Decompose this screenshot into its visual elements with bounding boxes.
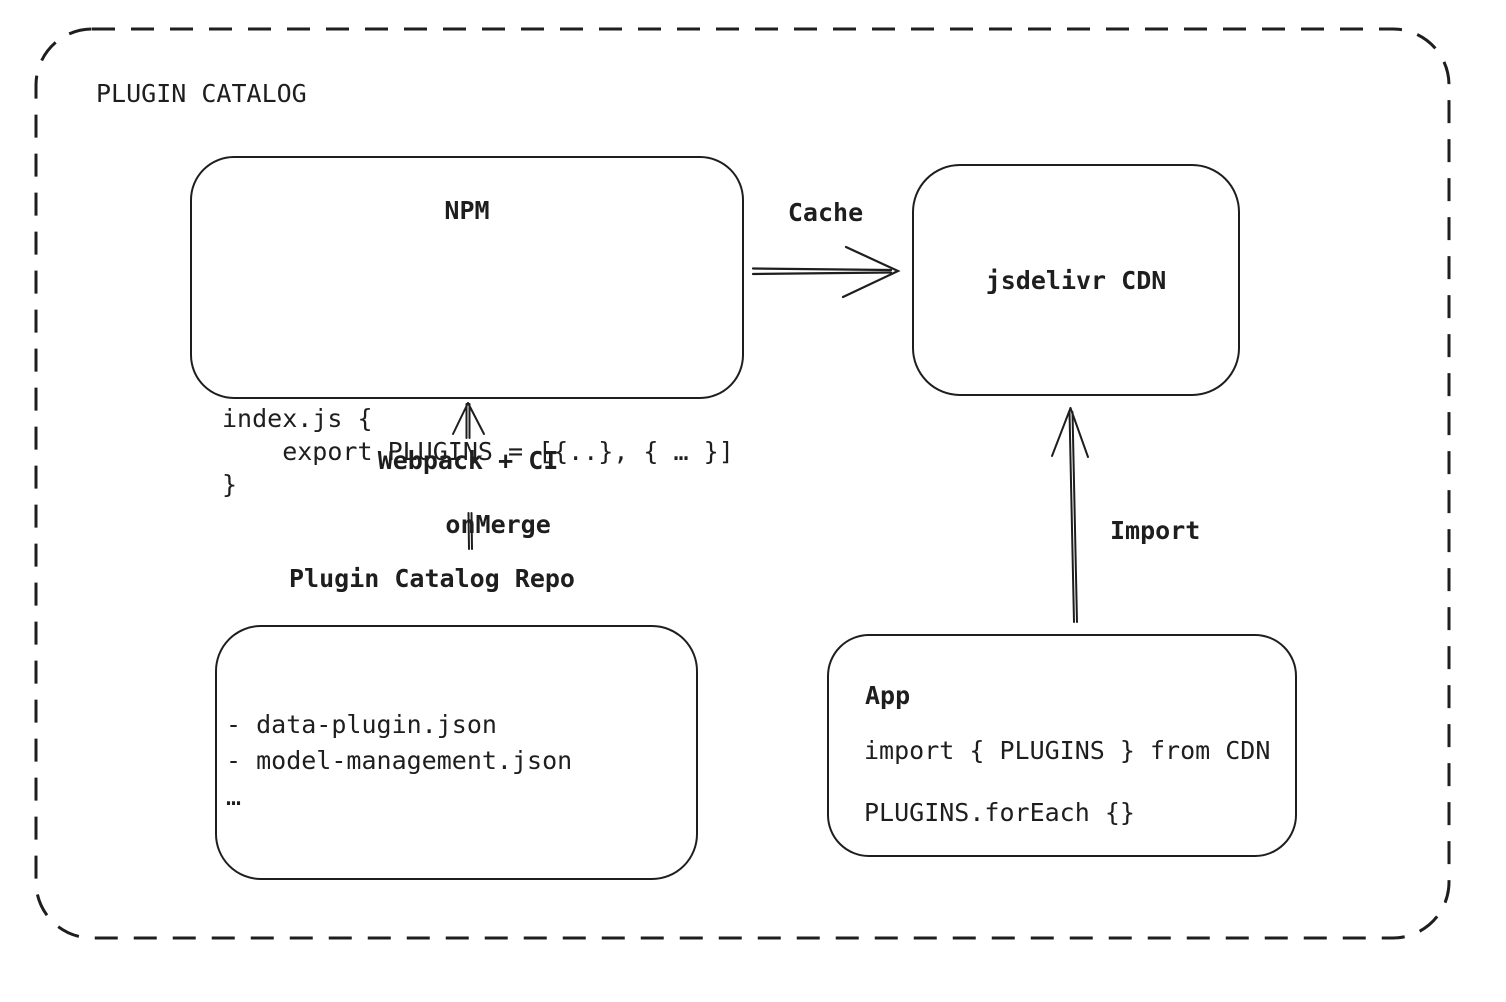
cdn-node: jsdelivr CDN bbox=[912, 164, 1240, 396]
catalog-title: PLUGIN CATALOG bbox=[96, 79, 307, 108]
catalog-boundary-border bbox=[34, 27, 1451, 940]
npm-code-line: } bbox=[222, 470, 238, 499]
app-code-line: import { PLUGINS } from CDN bbox=[864, 736, 1271, 765]
repo-file-item: - model-management.json bbox=[226, 746, 573, 775]
repo-node: - data-plugin.json - model-management.js… bbox=[215, 625, 698, 880]
cdn-node-label: jsdelivr CDN bbox=[985, 265, 1167, 295]
cache-arrow bbox=[751, 245, 901, 299]
npm-node: NPM index.js { export PLUGINS = [{..}, {… bbox=[190, 156, 744, 499]
repo-node-title: Plugin Catalog Repo bbox=[289, 564, 575, 593]
cache-edge-label: Cache bbox=[787, 198, 864, 227]
repo-file-item: - data-plugin.json bbox=[226, 710, 497, 739]
build-arrow bbox=[452, 402, 485, 550]
import-arrow bbox=[1051, 407, 1089, 623]
npm-code-line: index.js { bbox=[222, 404, 373, 433]
build-edge-label-line2: onMerge bbox=[445, 510, 551, 539]
build-edge-label-line1: Webpack + CI bbox=[377, 446, 559, 475]
import-edge-label: Import bbox=[1110, 516, 1201, 545]
npm-node-title: NPM bbox=[444, 196, 490, 225]
app-node-title: App bbox=[865, 681, 911, 710]
app-code-line: PLUGINS.forEach {} bbox=[864, 798, 1135, 827]
repo-file-list: - data-plugin.json - model-management.js… bbox=[226, 707, 572, 815]
build-edge-label: Webpack + CI onMerge bbox=[318, 445, 618, 573]
repo-file-item: … bbox=[226, 782, 242, 811]
npm-code: index.js { export PLUGINS = [{..}, { … }… bbox=[222, 402, 734, 501]
npm-code-line: export PLUGINS = [{..}, { … }] bbox=[222, 437, 734, 466]
app-node: App import { PLUGINS } from CDN PLUGINS.… bbox=[827, 634, 1297, 857]
